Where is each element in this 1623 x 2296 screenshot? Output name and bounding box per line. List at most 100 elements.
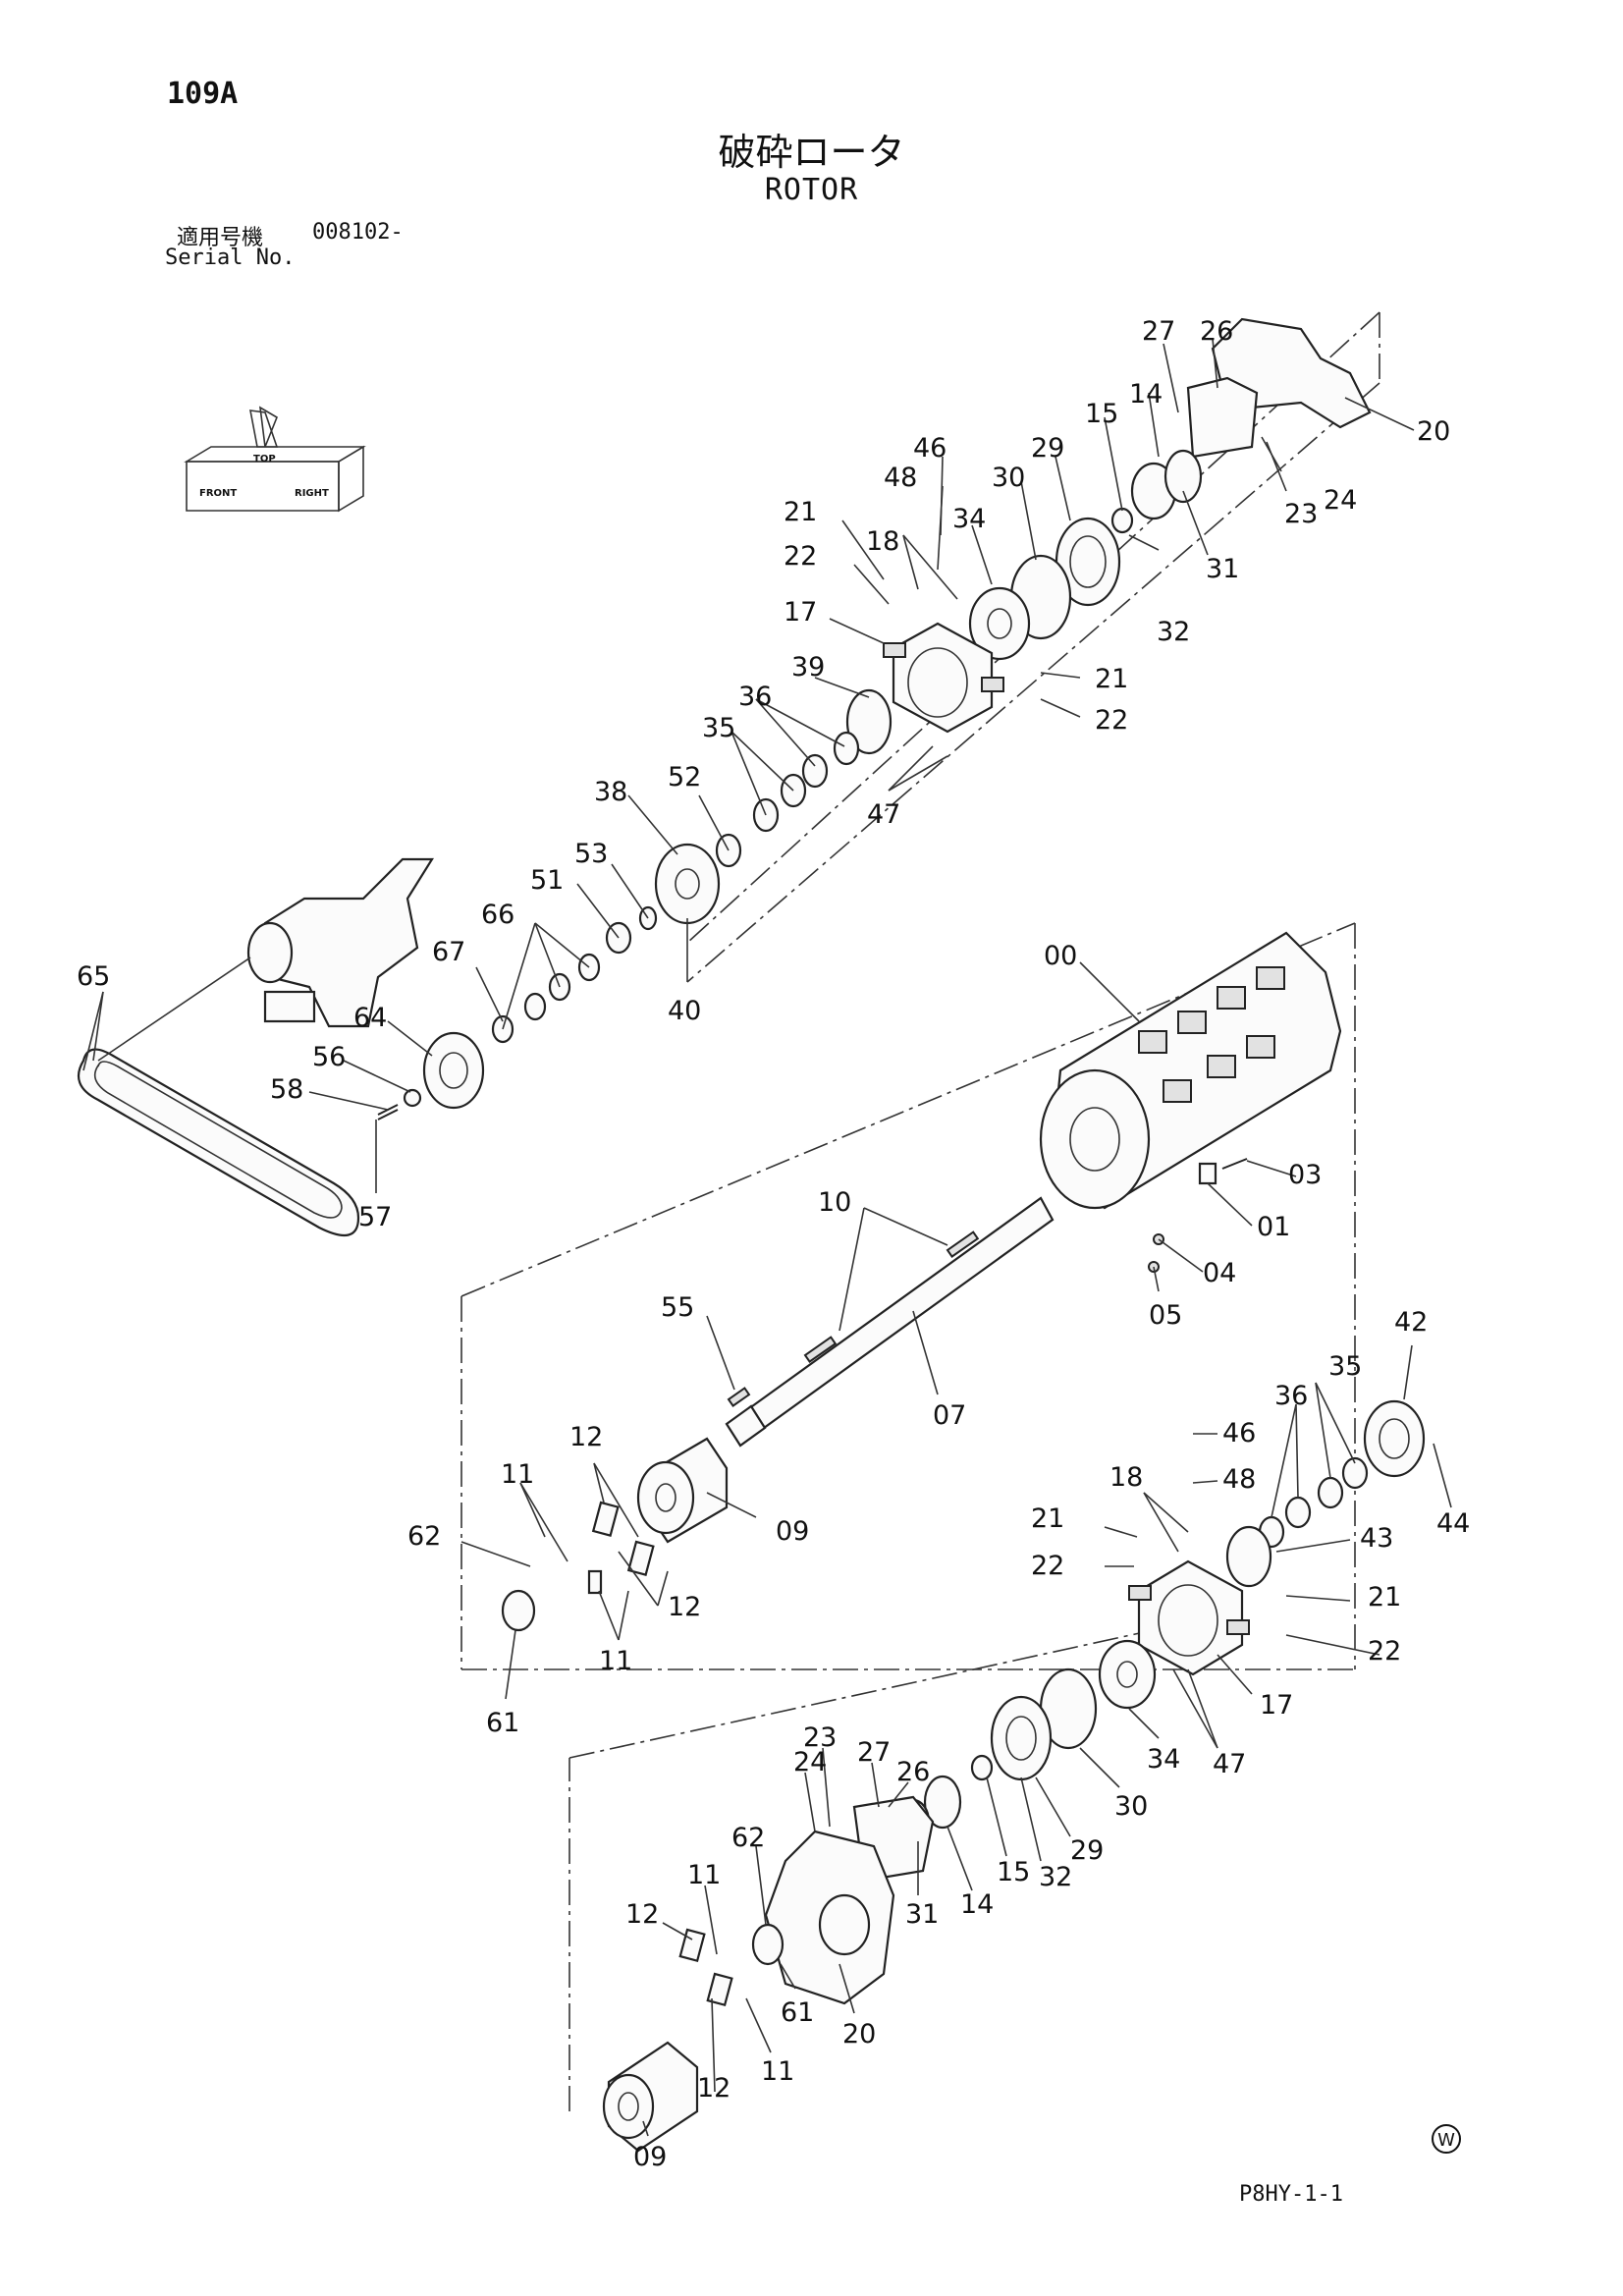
callout-14: 14 (1129, 379, 1163, 410)
callout-22-c: 22 (1031, 1551, 1064, 1581)
callout-12-c: 12 (625, 1899, 659, 1930)
callout-11-b: 11 (599, 1646, 632, 1676)
spacer-61-upper (501, 1589, 536, 1632)
callout-15: 15 (1085, 399, 1118, 429)
callout-48-b: 48 (1222, 1464, 1256, 1495)
callout-40: 40 (668, 996, 701, 1026)
callout-56: 56 (312, 1042, 346, 1072)
cover-plate-upper (1186, 376, 1259, 459)
callout-00: 00 (1044, 941, 1077, 971)
bearing-cover-lower (990, 1695, 1053, 1781)
callout-09-a: 09 (776, 1516, 809, 1547)
lower-bearing-assembly (602, 1399, 1426, 2153)
callout-18: 18 (866, 526, 899, 557)
callout-29: 29 (1031, 433, 1064, 464)
spacer-61-lower (751, 1923, 784, 1966)
bearing-upper (968, 586, 1031, 661)
left-hub-assembly (501, 1437, 729, 1632)
callout-18-b: 18 (1109, 1462, 1143, 1493)
oring-upper-39 (845, 688, 893, 755)
callout-57: 57 (358, 1202, 392, 1232)
callout-22-a: 22 (784, 541, 817, 572)
serial-number-value: 008102- (312, 220, 404, 245)
end-plate-38 (654, 843, 721, 925)
callout-26: 26 (1200, 316, 1233, 347)
callout-62-b: 62 (731, 1823, 765, 1853)
lock-nut-42 (1363, 1399, 1426, 1478)
callout-15-b: 15 (997, 1857, 1030, 1887)
callout-58: 58 (270, 1074, 303, 1105)
callout-29-b: 29 (1070, 1835, 1104, 1866)
callout-21-a: 21 (784, 497, 817, 527)
callout-38: 38 (594, 777, 627, 807)
callout-22-d: 22 (1368, 1636, 1401, 1667)
callout-04: 04 (1203, 1258, 1236, 1288)
callout-51: 51 (530, 865, 564, 896)
callout-05: 05 (1149, 1300, 1182, 1331)
bearing-lower (1098, 1639, 1157, 1710)
callout-64: 64 (353, 1003, 387, 1033)
callout-23-b: 23 (803, 1722, 837, 1753)
callout-34: 34 (952, 504, 986, 534)
callout-48: 48 (884, 463, 917, 493)
callout-42: 42 (1394, 1307, 1428, 1338)
callout-17: 17 (784, 597, 817, 628)
page-title-english: ROTOR (764, 173, 859, 207)
oring-43 (1225, 1525, 1272, 1588)
callout-32: 32 (1157, 617, 1190, 647)
callout-31: 31 (1206, 554, 1239, 584)
callout-14-b: 14 (960, 1889, 994, 1920)
seal-ring-upper (1163, 449, 1203, 504)
callout-53: 53 (574, 839, 608, 869)
callout-34-b: 34 (1147, 1744, 1180, 1775)
callout-01: 01 (1257, 1212, 1290, 1242)
callout-30: 30 (992, 463, 1025, 493)
callout-24: 24 (1324, 485, 1357, 516)
callout-03: 03 (1288, 1160, 1322, 1190)
page-title-japanese: 破砕ロータ (718, 131, 905, 174)
oring-upper-15 (1110, 507, 1134, 534)
upper-bearing-assembly (377, 317, 1372, 1121)
motor-pulley (246, 921, 294, 984)
callout-26-b: 26 (896, 1757, 930, 1787)
orientation-top-label: TOP (253, 454, 276, 465)
page-number: 109A (167, 77, 239, 111)
callout-09-b: 09 (633, 2142, 667, 2172)
serial-label-japanese: 適用号機 (177, 226, 264, 250)
part-callouts: 27 26 20 14 15 24 23 46 29 48 30 31 21 3… (77, 316, 1470, 2172)
callout-12-b: 12 (668, 1592, 701, 1622)
pulley-64 (422, 1031, 485, 1110)
bearing-housing-lower (1137, 1559, 1244, 1676)
orientation-indicator: TOP FRONT RIGHT (184, 406, 366, 513)
callout-21-b: 21 (1095, 664, 1128, 694)
callout-66: 66 (481, 900, 514, 930)
bearing-housing-upper (892, 622, 994, 734)
callout-36-b: 36 (1274, 1381, 1308, 1411)
callout-32-b: 32 (1039, 1862, 1072, 1892)
callout-23: 23 (1284, 499, 1318, 529)
serial-label-english: Serial No. (165, 246, 296, 270)
callout-12-a: 12 (569, 1422, 603, 1452)
drawing-code: P8HY-1-1 (1239, 2182, 1343, 2207)
callout-11-c: 11 (687, 1860, 721, 1890)
leader-lines (82, 338, 1452, 2137)
orientation-right-label: RIGHT (295, 488, 329, 499)
callout-36: 36 (738, 682, 772, 712)
callout-61-b: 61 (781, 1997, 814, 2028)
callout-52: 52 (668, 762, 701, 793)
callout-24-b: 24 (793, 1747, 827, 1777)
v-belt-65 (77, 1048, 360, 1237)
callout-20-b: 20 (842, 2019, 876, 2050)
callout-11-a: 11 (501, 1459, 534, 1490)
callout-39: 39 (791, 652, 825, 683)
callout-35-b: 35 (1328, 1351, 1362, 1382)
callout-67: 67 (432, 937, 465, 967)
callout-46: 46 (913, 433, 947, 464)
callout-30-b: 30 (1114, 1791, 1148, 1822)
callout-07: 07 (933, 1400, 966, 1431)
callout-10: 10 (818, 1187, 851, 1218)
callout-55: 55 (661, 1292, 694, 1323)
callout-35: 35 (702, 713, 735, 743)
callout-47-b: 47 (1213, 1749, 1246, 1779)
